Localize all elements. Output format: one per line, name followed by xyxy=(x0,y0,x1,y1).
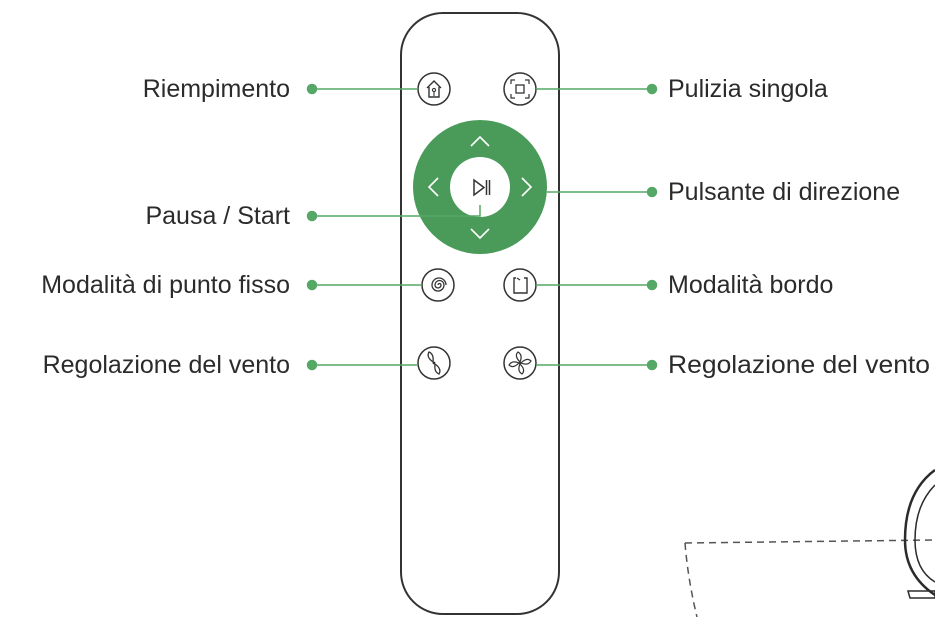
leader-lines xyxy=(306,83,658,371)
edge-icon xyxy=(513,277,528,294)
fan-two-blade-icon xyxy=(427,351,441,375)
remote-body xyxy=(400,12,560,615)
label-regolazione-vento-right: Regolazione del vento xyxy=(668,351,930,379)
arrow-right-icon[interactable] xyxy=(521,177,533,197)
label-modalita-bordo: Modalità bordo xyxy=(668,271,833,299)
label-pausa-start: Pausa / Start xyxy=(145,202,290,230)
direction-pad[interactable] xyxy=(413,120,547,254)
focus-frame-icon xyxy=(510,79,530,99)
robot-vacuum-partial xyxy=(684,468,935,617)
fan-high-button[interactable] xyxy=(503,346,537,380)
edge-mode-button[interactable] xyxy=(503,268,537,302)
arrow-down-icon[interactable] xyxy=(470,228,490,240)
spiral-icon xyxy=(431,277,447,292)
home-icon xyxy=(426,80,442,98)
label-riempimento: Riempimento xyxy=(143,75,290,103)
label-modalita-punto-fisso: Modalità di punto fisso xyxy=(41,271,290,299)
spot-mode-button[interactable] xyxy=(421,268,455,302)
fan-low-button[interactable] xyxy=(417,346,451,380)
label-pulsante-direzione: Pulsante di direzione xyxy=(668,178,900,206)
single-clean-button[interactable] xyxy=(503,72,537,106)
label-regolazione-vento-left: Regolazione del vento xyxy=(43,351,290,379)
play-pause-icon[interactable] xyxy=(473,178,491,197)
label-pulizia-singola: Pulizia singola xyxy=(668,75,828,103)
fan-four-blade-icon xyxy=(508,351,532,375)
home-button[interactable] xyxy=(417,72,451,106)
arrow-left-icon[interactable] xyxy=(427,177,439,197)
arrow-up-icon[interactable] xyxy=(470,135,490,147)
